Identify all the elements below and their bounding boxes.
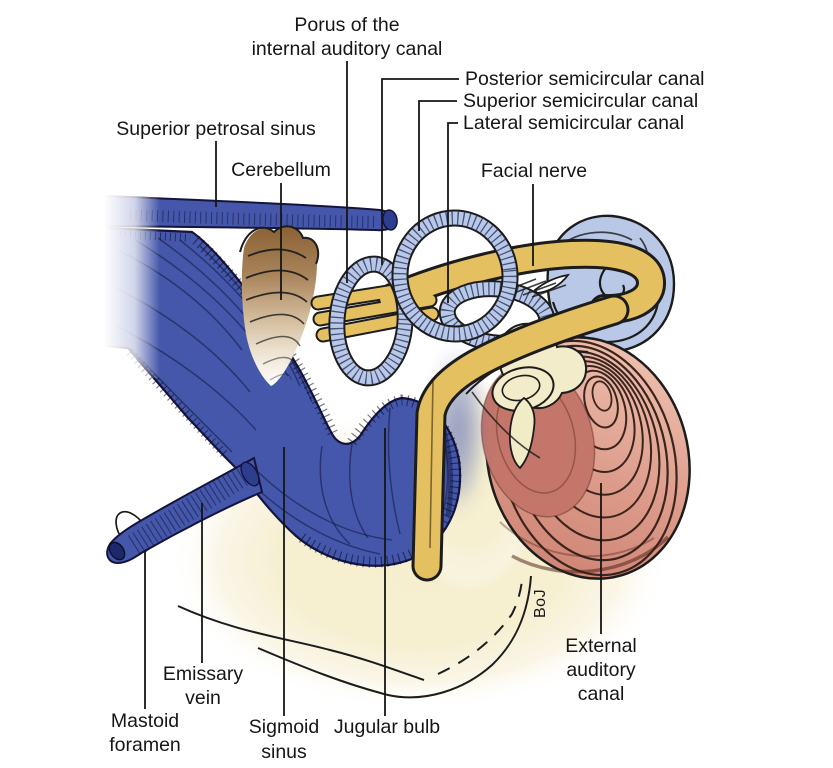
skull-base-outer-curve [257,575,532,699]
label-emissary-vein-line1: Emissary [163,663,243,685]
semicircular-canal-superior-shape [391,209,519,343]
label-sigmoid-sinus-line1: Sigmoid [249,716,319,738]
label-porus-line2: internal auditory canal [252,38,443,60]
label-external-auditory-canal-line1: External [565,635,637,657]
artist-signature: BoJ [532,589,549,618]
label-sigmoid-sinus-line2: sinus [261,741,307,763]
label-jugular-bulb: Jugular bulb [334,716,440,738]
vein-opening [108,541,126,561]
emissary-vein-shape [106,456,264,565]
facial-nerve-descending-shape [411,273,630,582]
label-lateral-semicircular-canal: Lateral semicircular canal [463,112,684,134]
label-external-auditory-canal-line3: canal [578,683,625,705]
label-posterior-semicircular-canal: Posterior semicircular canal [465,68,705,90]
label-superior-petrosal-sinus: Superior petrosal sinus [116,118,316,140]
label-superior-semicircular-canal: Superior semicircular canal [463,90,698,112]
label-cerebellum: Cerebellum [231,159,331,181]
skull-base-outline [177,605,425,681]
leader-posterior-semicircular-canal [381,78,459,265]
label-mastoid-foramen-line2: foramen [109,734,181,756]
leader-superior-semicircular-canal [418,100,457,231]
semicircular-canal-posterior-shape [328,255,414,387]
label-facial-nerve: Facial nerve [481,160,587,182]
superior-petrosal-sinus-shape [105,194,398,232]
label-external-auditory-canal-line2: auditory [566,659,636,681]
skull-base-outline-dashed [437,579,523,675]
label-emissary-vein-line2: vein [185,687,221,709]
label-mastoid-foramen-line1: Mastoid [111,710,179,732]
leader-lines [144,61,602,716]
left-fade [104,186,160,378]
labels: Porus of the internal auditory canal Pos… [109,14,704,763]
label-porus-line1: Porus of the [294,14,399,36]
leader-lateral-semicircular-canal [447,122,458,303]
